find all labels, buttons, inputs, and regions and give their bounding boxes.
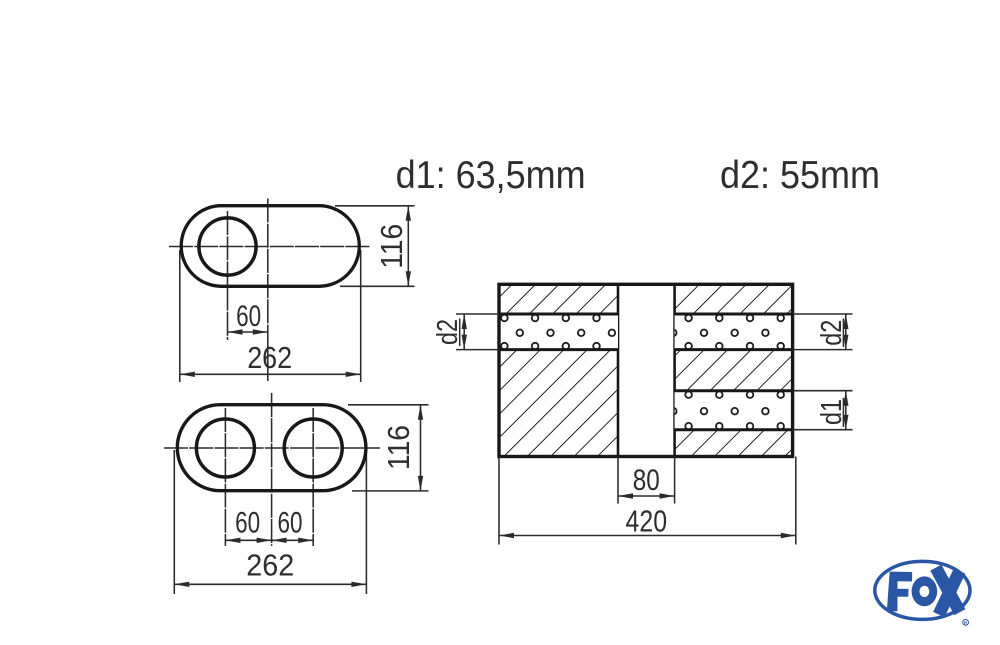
svg-text:d2: d2 <box>816 320 848 346</box>
svg-text:60: 60 <box>278 506 303 539</box>
svg-text:80: 80 <box>633 464 660 497</box>
svg-text:d2: 55mm: d2: 55mm <box>720 154 880 197</box>
svg-text:R: R <box>964 620 968 625</box>
svg-text:60: 60 <box>235 506 260 539</box>
svg-text:420: 420 <box>626 504 668 539</box>
svg-text:60: 60 <box>236 300 261 333</box>
svg-text:116: 116 <box>381 425 416 470</box>
svg-text:262: 262 <box>247 340 292 375</box>
svg-text:d2: d2 <box>432 319 464 345</box>
svg-text:d1: d1 <box>816 399 848 425</box>
svg-text:d1: 63,5mm: d1: 63,5mm <box>396 154 586 197</box>
svg-text:116: 116 <box>374 224 409 269</box>
svg-text:262: 262 <box>246 548 294 583</box>
